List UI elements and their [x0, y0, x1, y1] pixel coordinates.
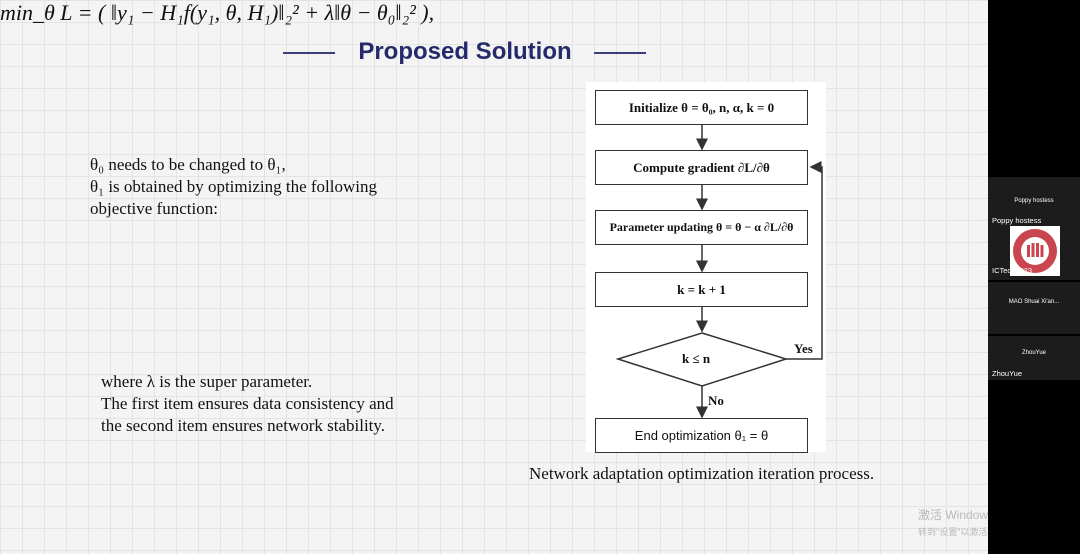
- notes-line-2: The first item ensures data consistency …: [101, 394, 394, 413]
- participant-name: ICTech2023: [992, 266, 1033, 275]
- flowchart-gradient-step: Compute gradient ∂L/∂θ: [595, 150, 808, 185]
- notes-text: where λ is the super parameter. The firs…: [101, 371, 394, 437]
- activation-watermark: 激活 Windows 转到"设置"以激活 Windows。: [918, 506, 1035, 538]
- watermark-line-2: 转到"设置"以激活 Windows。: [918, 527, 1036, 537]
- flowchart-increment-step: k = k + 1: [595, 272, 808, 307]
- participants-panel[interactable]: Poppy hostess Poppy hostess ICTech2023 M…: [988, 0, 1080, 554]
- notes-line-3: the second item ensures network stabilit…: [101, 416, 386, 435]
- flowchart-end-step: End optimization θ₁ = θ: [595, 418, 808, 453]
- decision-label: k ≤ n: [682, 351, 711, 366]
- flowchart-caption: Network adaptation optimization iteratio…: [529, 464, 875, 483]
- flowchart-update-step: Parameter updating θ = θ − α ∂L/∂θ: [595, 210, 808, 245]
- intro-line-2: θ₁ is obtained by optimizing the followi…: [90, 177, 377, 196]
- title-rule-left: [283, 52, 335, 54]
- participant-tile-mao[interactable]: MAO Shuai Xi'an...: [988, 282, 1080, 334]
- intro-line-1: θ₀ needs to be changed to θ₁,: [90, 155, 286, 174]
- participant-tile-zhouyue[interactable]: ZhouYue ZhouYue: [988, 336, 1080, 380]
- flowchart-panel: [586, 82, 826, 452]
- no-label: No: [708, 393, 724, 408]
- title-rule-right: [594, 52, 646, 54]
- participant-avatar: [1010, 226, 1060, 276]
- intro-line-3: objective function:: [90, 199, 218, 218]
- notes-line-1: where λ is the super parameter.: [101, 372, 313, 391]
- yes-label: Yes: [794, 341, 813, 356]
- participant-tile-title: ZhouYue: [1021, 350, 1047, 356]
- watermark-line-1: 激活 Windows: [918, 508, 995, 522]
- participant-name: Poppy hostess: [992, 216, 1042, 225]
- presentation-slide: Proposed Solution θ₀ needs to be changed…: [0, 0, 988, 554]
- slide-title: Proposed Solution: [358, 38, 572, 65]
- flowchart-initialize-step: Initialize θ = θ₀, n, α, k = 0: [595, 90, 808, 125]
- participant-name: ZhouYue: [992, 369, 1023, 378]
- intro-text: θ₀ needs to be changed to θ₁, θ₁ is obta…: [90, 154, 377, 220]
- participant-tile-title: Poppy hostess: [1014, 198, 1054, 204]
- participant-tile-poppy[interactable]: Poppy hostess Poppy hostess ICTech2023: [988, 177, 1080, 280]
- conference-logo-icon: [1013, 229, 1057, 273]
- participant-tile-title: MAO Shuai Xi'an...: [1008, 299, 1060, 305]
- objective-formula: min_θ L = ( ‖y₁ − H₁f(y₁, θ, H₁)‖₂² + λ‖…: [0, 0, 435, 25]
